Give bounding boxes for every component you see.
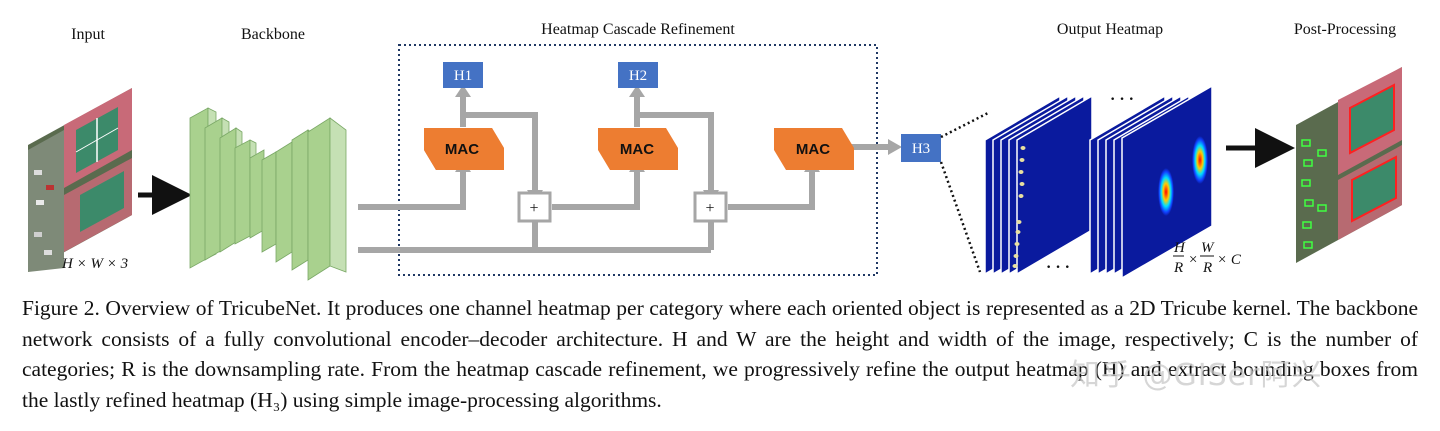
h2-box (618, 62, 658, 88)
postprocessed-image (1296, 67, 1402, 263)
mac-label-2: MAC (620, 141, 654, 158)
svg-text:R: R (1173, 260, 1183, 276)
svg-text:W: W (1201, 240, 1215, 256)
caption-text: Overview of TricubeNet. It produces one … (22, 296, 1418, 412)
mac-block-3: MAC (774, 128, 854, 170)
plus-node-2 (693, 191, 728, 223)
heatmap-stack-right (1089, 84, 1213, 280)
mac-label-1: MAC (445, 141, 479, 158)
ellipsis-top: · · · (1110, 91, 1134, 108)
output-dims: H R × W R × C (1173, 240, 1242, 276)
svg-text:H: H (1173, 240, 1186, 256)
mac-block-1: MAC (424, 128, 504, 170)
output-dims-suffix: × C (1217, 252, 1242, 268)
mac-label-3: MAC (796, 141, 830, 158)
plus-label-1: + (529, 200, 538, 217)
refinement-region (398, 44, 878, 276)
backbone-network (189, 107, 347, 281)
svg-text:×: × (1188, 252, 1198, 268)
backbone-label: Backbone (241, 26, 305, 43)
architecture-diagram: Input Backbone Heatmap Cascade Refinemen… (28, 21, 1402, 281)
output-heatmap-label: Output Heatmap (1057, 21, 1163, 38)
input-image (28, 88, 132, 272)
h2-label: H2 (629, 68, 647, 84)
h1-label: H1 (454, 68, 472, 84)
projection-line-bottom (939, 161, 982, 273)
caption-prefix: Figure 2. (22, 296, 100, 320)
plus-node-1 (517, 191, 552, 223)
watermark: 知乎 @GISer阿兴 (1070, 358, 1323, 393)
heatmap-blob-1 (1158, 168, 1174, 216)
h3-box (901, 134, 941, 162)
ellipsis-bottom: · · · (1046, 259, 1070, 276)
post-processing-label: Post-Processing (1294, 21, 1396, 38)
heatmap-blob-2 (1192, 136, 1208, 184)
h1-box (443, 62, 483, 88)
mac-block-2: MAC (598, 128, 678, 170)
refinement-label: Heatmap Cascade Refinement (541, 21, 735, 38)
input-label: Input (71, 26, 105, 43)
input-dims: H × W × 3 (61, 256, 128, 272)
figure-caption: Figure 2. Overview of TricubeNet. It pro… (22, 293, 1418, 415)
heatmap-stack-left (984, 94, 1093, 276)
svg-text:R: R (1202, 260, 1212, 276)
connection-paths (358, 97, 890, 253)
h3-label: H3 (912, 141, 930, 157)
projection-line-top (940, 110, 991, 139)
plus-label-2: + (705, 200, 714, 217)
